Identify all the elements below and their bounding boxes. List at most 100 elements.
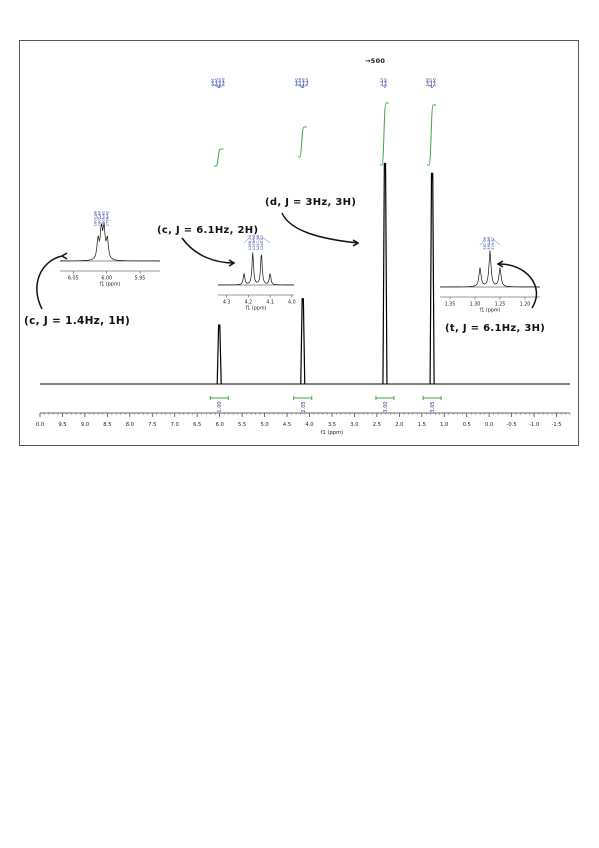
x-tick-label: 3.0 bbox=[350, 422, 358, 428]
inset-tick-label: 4.3 bbox=[223, 300, 231, 306]
x-tick-label: 6.5 bbox=[193, 422, 201, 428]
x-tick-label: 5.5 bbox=[238, 422, 246, 428]
peak-label-leader bbox=[302, 83, 304, 89]
x-tick-label: 4.5 bbox=[283, 422, 291, 428]
peak-label: 6.01 bbox=[213, 77, 218, 86]
handwritten-annotation: →500 bbox=[365, 57, 385, 65]
integral-curve bbox=[427, 104, 437, 166]
inset-peak-leader bbox=[492, 238, 501, 246]
annotation-arrow bbox=[36, 255, 63, 310]
inset-tick-label: 6.05 bbox=[68, 276, 79, 282]
peak-label-leader bbox=[302, 83, 308, 89]
inset-tick-label: 4.1 bbox=[266, 300, 274, 306]
peak-label-leader bbox=[299, 83, 303, 89]
inset-peak-label: 1801.12 bbox=[102, 211, 106, 226]
peak-label-leader bbox=[296, 83, 303, 89]
peak-label-leader bbox=[218, 83, 221, 89]
peak-label: 1.27 bbox=[428, 77, 433, 86]
peak-label-leader bbox=[216, 83, 220, 89]
handwritten-annotation: (t, J = 6.1Hz, 3H) bbox=[445, 323, 545, 334]
inset-tick-label: 1.35 bbox=[445, 302, 456, 308]
inset-spectrum bbox=[60, 223, 160, 262]
inset-spectrum bbox=[218, 252, 294, 286]
annotation-arrow bbox=[497, 263, 538, 309]
annotation-arrow bbox=[281, 212, 359, 244]
x-tick-label: -1.0 bbox=[529, 422, 539, 428]
inset-tick-label: 1.30 bbox=[470, 302, 481, 308]
inset-axis-label: f1 (ppm) bbox=[246, 306, 267, 312]
annotation-arrowhead bbox=[228, 259, 236, 267]
annotation-arrowhead bbox=[60, 252, 68, 260]
inset-peak-leader bbox=[99, 212, 102, 220]
inset-spectrum bbox=[440, 250, 540, 288]
annotation-arrow bbox=[181, 237, 235, 264]
inset-tick-label: 6.00 bbox=[101, 276, 112, 282]
peak-label-leader bbox=[427, 83, 433, 89]
inset-peak-label: 1247.98 bbox=[256, 234, 260, 250]
inset-peak-leader bbox=[488, 238, 491, 246]
integral-value: 3.05 bbox=[430, 401, 436, 412]
peak-label-leader bbox=[431, 83, 435, 89]
x-tick-label: 1.5 bbox=[418, 422, 426, 428]
x-tick-label: 0.5 bbox=[463, 422, 471, 428]
inset-peak-leader bbox=[257, 236, 262, 244]
inset-peak-label: 1802.49 bbox=[98, 210, 102, 226]
peak-label-leader bbox=[212, 83, 220, 89]
inset-peak-leader bbox=[243, 236, 251, 244]
peak-label-leader bbox=[219, 83, 224, 89]
peak-label-leader bbox=[430, 83, 433, 89]
inset-peak-leader bbox=[261, 236, 271, 244]
inset-tick-label: 4.2 bbox=[245, 300, 253, 306]
peak-label: 6.00 bbox=[217, 77, 222, 86]
spectrum-peak-1 bbox=[300, 298, 306, 385]
integral-curve bbox=[297, 126, 307, 158]
annotation-arrowhead bbox=[352, 239, 360, 247]
x-tick-label: 3.5 bbox=[328, 422, 336, 428]
peak-label-leader bbox=[384, 83, 386, 89]
peak-label: 2.32 bbox=[383, 77, 388, 86]
integral-curve bbox=[379, 102, 389, 166]
spectrum-peak-0 bbox=[216, 324, 222, 385]
x-tick-label: -1.5 bbox=[551, 422, 561, 428]
peak-label: 6.00 bbox=[221, 77, 226, 86]
x-tick-label: 0.0 bbox=[485, 422, 493, 428]
x-tick-label: 2.5 bbox=[373, 422, 381, 428]
inset-peak-label: 374.87 bbox=[491, 236, 495, 250]
integral-value: 2.05 bbox=[301, 401, 307, 412]
inset-peak-label: 1799.72 bbox=[106, 211, 110, 226]
inset-axis-label: f1 (ppm) bbox=[100, 282, 121, 288]
peak-label: 4.14 bbox=[304, 77, 309, 86]
annotation-arrowhead bbox=[496, 260, 504, 268]
peak-label-leader bbox=[381, 83, 386, 89]
integral-curve bbox=[214, 148, 224, 167]
peak-label: 2.33 bbox=[379, 77, 384, 86]
inset-axis-label: f1 (ppm) bbox=[480, 308, 501, 314]
inset-tick-label: 1.25 bbox=[495, 302, 506, 308]
x-tick-label: 9.0 bbox=[81, 422, 89, 428]
inset-peak-label: 1254.08 bbox=[252, 234, 256, 250]
x-tick-label: 2.0 bbox=[395, 422, 403, 428]
spectrum-peak-2 bbox=[382, 162, 388, 385]
inset-tick-label: 5.95 bbox=[135, 276, 146, 282]
x-tick-label: 4.0 bbox=[305, 422, 313, 428]
x-tick-label: 0.0 bbox=[36, 422, 44, 428]
x-tick-label: 6.0 bbox=[216, 422, 224, 428]
inset-peak-label: 1803.88 bbox=[94, 210, 98, 226]
handwritten-annotation: (d, J = 3Hz, 3H) bbox=[265, 197, 356, 208]
x-tick-label: 7.0 bbox=[171, 422, 179, 428]
peak-label: 1.29 bbox=[425, 77, 430, 86]
x-tick-label: 9.5 bbox=[58, 422, 66, 428]
handwritten-annotation: (c, J = 1.4Hz, 1H) bbox=[24, 315, 130, 327]
peak-label: 1.25 bbox=[432, 77, 437, 86]
integral-value: 3.00 bbox=[383, 401, 389, 412]
inset-peak-leader bbox=[95, 212, 99, 220]
peak-label: 4.16 bbox=[301, 77, 306, 86]
inset-tick-label: 4.0 bbox=[288, 300, 296, 306]
peak-label: 4.20 bbox=[293, 77, 298, 86]
spectrum-peak-3 bbox=[429, 172, 435, 385]
inset-peak-label: 380.99 bbox=[487, 236, 491, 250]
x-tick-label: 5.0 bbox=[260, 422, 268, 428]
inset-peak-label: 1266.20 bbox=[248, 234, 252, 250]
